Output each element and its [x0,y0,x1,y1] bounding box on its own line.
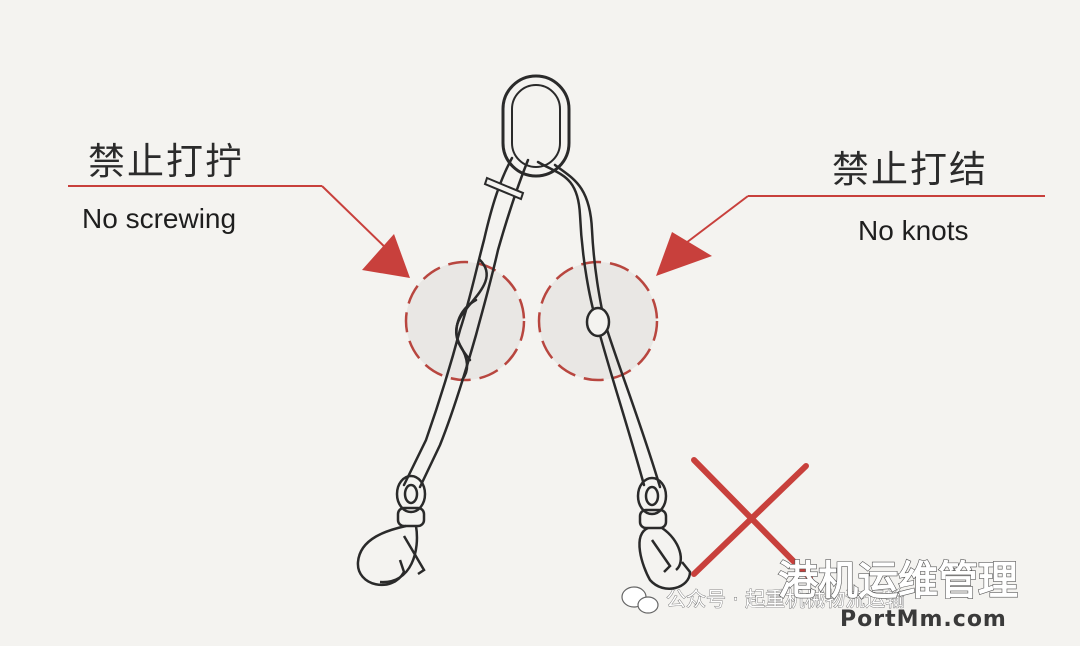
left-sling-leg [402,156,530,489]
right-leader-line [681,195,749,247]
left-leader-line [321,185,393,255]
right-warning-subtitle: No knots [858,215,969,246]
left-warning-title: 禁止打拧 [88,140,244,183]
screwing-zone-circle [404,260,526,382]
right-sling-leg [536,160,662,489]
watermark-account: 公众号 · 起重机械物流运输 [666,587,905,611]
watermark: 公众号 · 起重机械物流运输 港机运维管理 PortMm.com [621,557,1019,632]
left-warning-arrow [362,234,410,278]
sling-tag [483,176,525,201]
prohibited-cross [691,457,813,581]
left-warning-subtitle: No screwing [82,203,236,234]
right-hook [636,476,692,590]
knot [585,306,611,338]
right-warning-arrow [656,232,712,276]
master-link [501,74,571,178]
right-warning-title: 禁止打结 [832,148,988,191]
wechat-icon [621,586,659,614]
watermark-brand: 港机运维管理 [778,558,1018,604]
left-hook [356,474,427,587]
watermark-site: PortMm.com [840,607,1007,632]
